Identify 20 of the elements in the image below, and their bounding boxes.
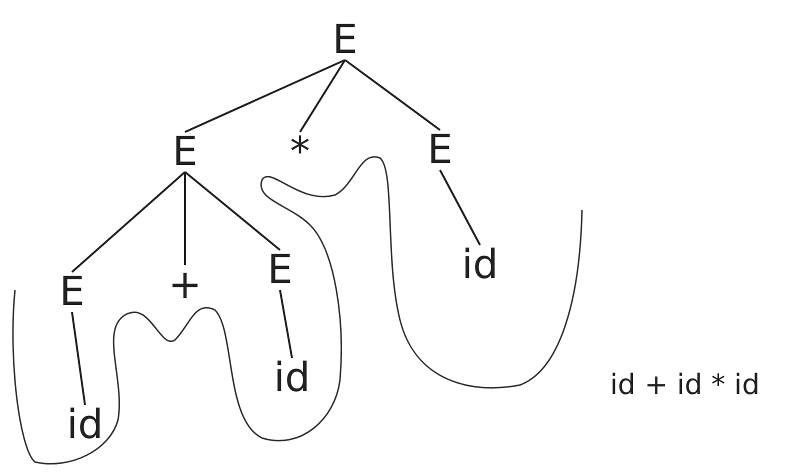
tree-branch (344, 59, 441, 131)
tree-branch (71, 171, 186, 273)
tree-symbol: id (462, 245, 498, 285)
tree-branch (71, 312, 86, 406)
tree-symbol: E (267, 250, 293, 290)
tree-symbol: id (274, 358, 310, 398)
tree-branch (184, 59, 346, 133)
tree-symbol: + (168, 265, 202, 305)
tree-symbol: E (332, 20, 358, 60)
tree-symbol: E (172, 132, 198, 172)
input-string: id + id * id (610, 368, 760, 401)
tree-branch (299, 59, 346, 133)
tree-symbol: id (66, 405, 104, 445)
tree-branch (279, 290, 293, 358)
tree-branch (439, 170, 481, 246)
tree-branch (184, 172, 186, 265)
tree-branch (184, 171, 281, 251)
tree-symbol: E (427, 130, 453, 170)
tree-symbol: E (59, 272, 85, 312)
tree-symbol: * (290, 132, 310, 172)
